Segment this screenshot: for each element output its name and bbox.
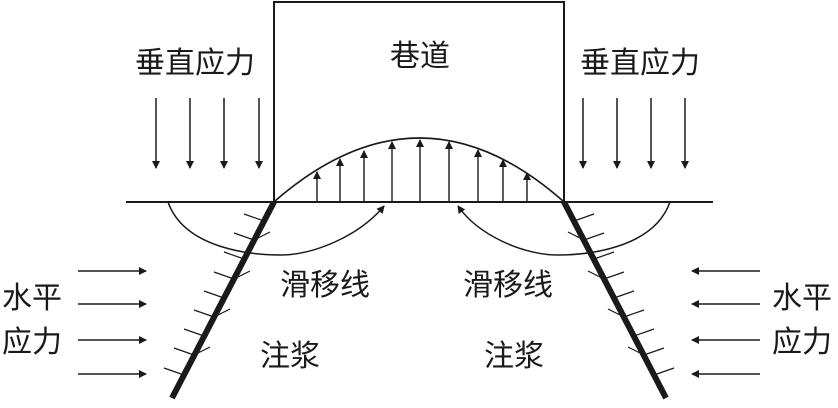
slip-line-label-right: 滑移线 bbox=[463, 268, 553, 303]
grout-barbs-left bbox=[163, 213, 271, 376]
roadway-label: 巷道 bbox=[390, 39, 450, 74]
slip-line-label-left: 滑移线 bbox=[280, 268, 370, 303]
grout-bolt-right bbox=[561, 200, 669, 400]
horizontal-stress-label-left-2: 应力 bbox=[2, 325, 62, 360]
horizontal-stress-label-right-2: 应力 bbox=[772, 325, 832, 360]
vertical-stress-label-left: 垂直应力 bbox=[135, 46, 255, 81]
slip-line-left bbox=[167, 201, 385, 256]
grouting-label-left: 注浆 bbox=[260, 339, 320, 374]
roadway-outline bbox=[273, 1, 565, 202]
horizontal-stress-label-left-1: 水平 bbox=[2, 281, 62, 316]
floor-heave-arrows bbox=[313, 139, 531, 202]
grouting-label-right: 注浆 bbox=[484, 339, 544, 374]
horizontal-stress-arrows-right bbox=[691, 267, 760, 378]
vertical-stress-arrows-left bbox=[152, 98, 263, 169]
vertical-stress-arrows-right bbox=[579, 98, 689, 169]
grout-barbs-right bbox=[567, 213, 675, 376]
floor-heave-arch bbox=[274, 137, 564, 202]
horizontal-stress-arrows-left bbox=[78, 267, 147, 378]
slip-line-right bbox=[457, 201, 671, 256]
grout-bolt-left bbox=[169, 200, 277, 400]
horizontal-stress-label-right-1: 水平 bbox=[772, 281, 832, 316]
vertical-stress-label-right: 垂直应力 bbox=[580, 46, 700, 81]
